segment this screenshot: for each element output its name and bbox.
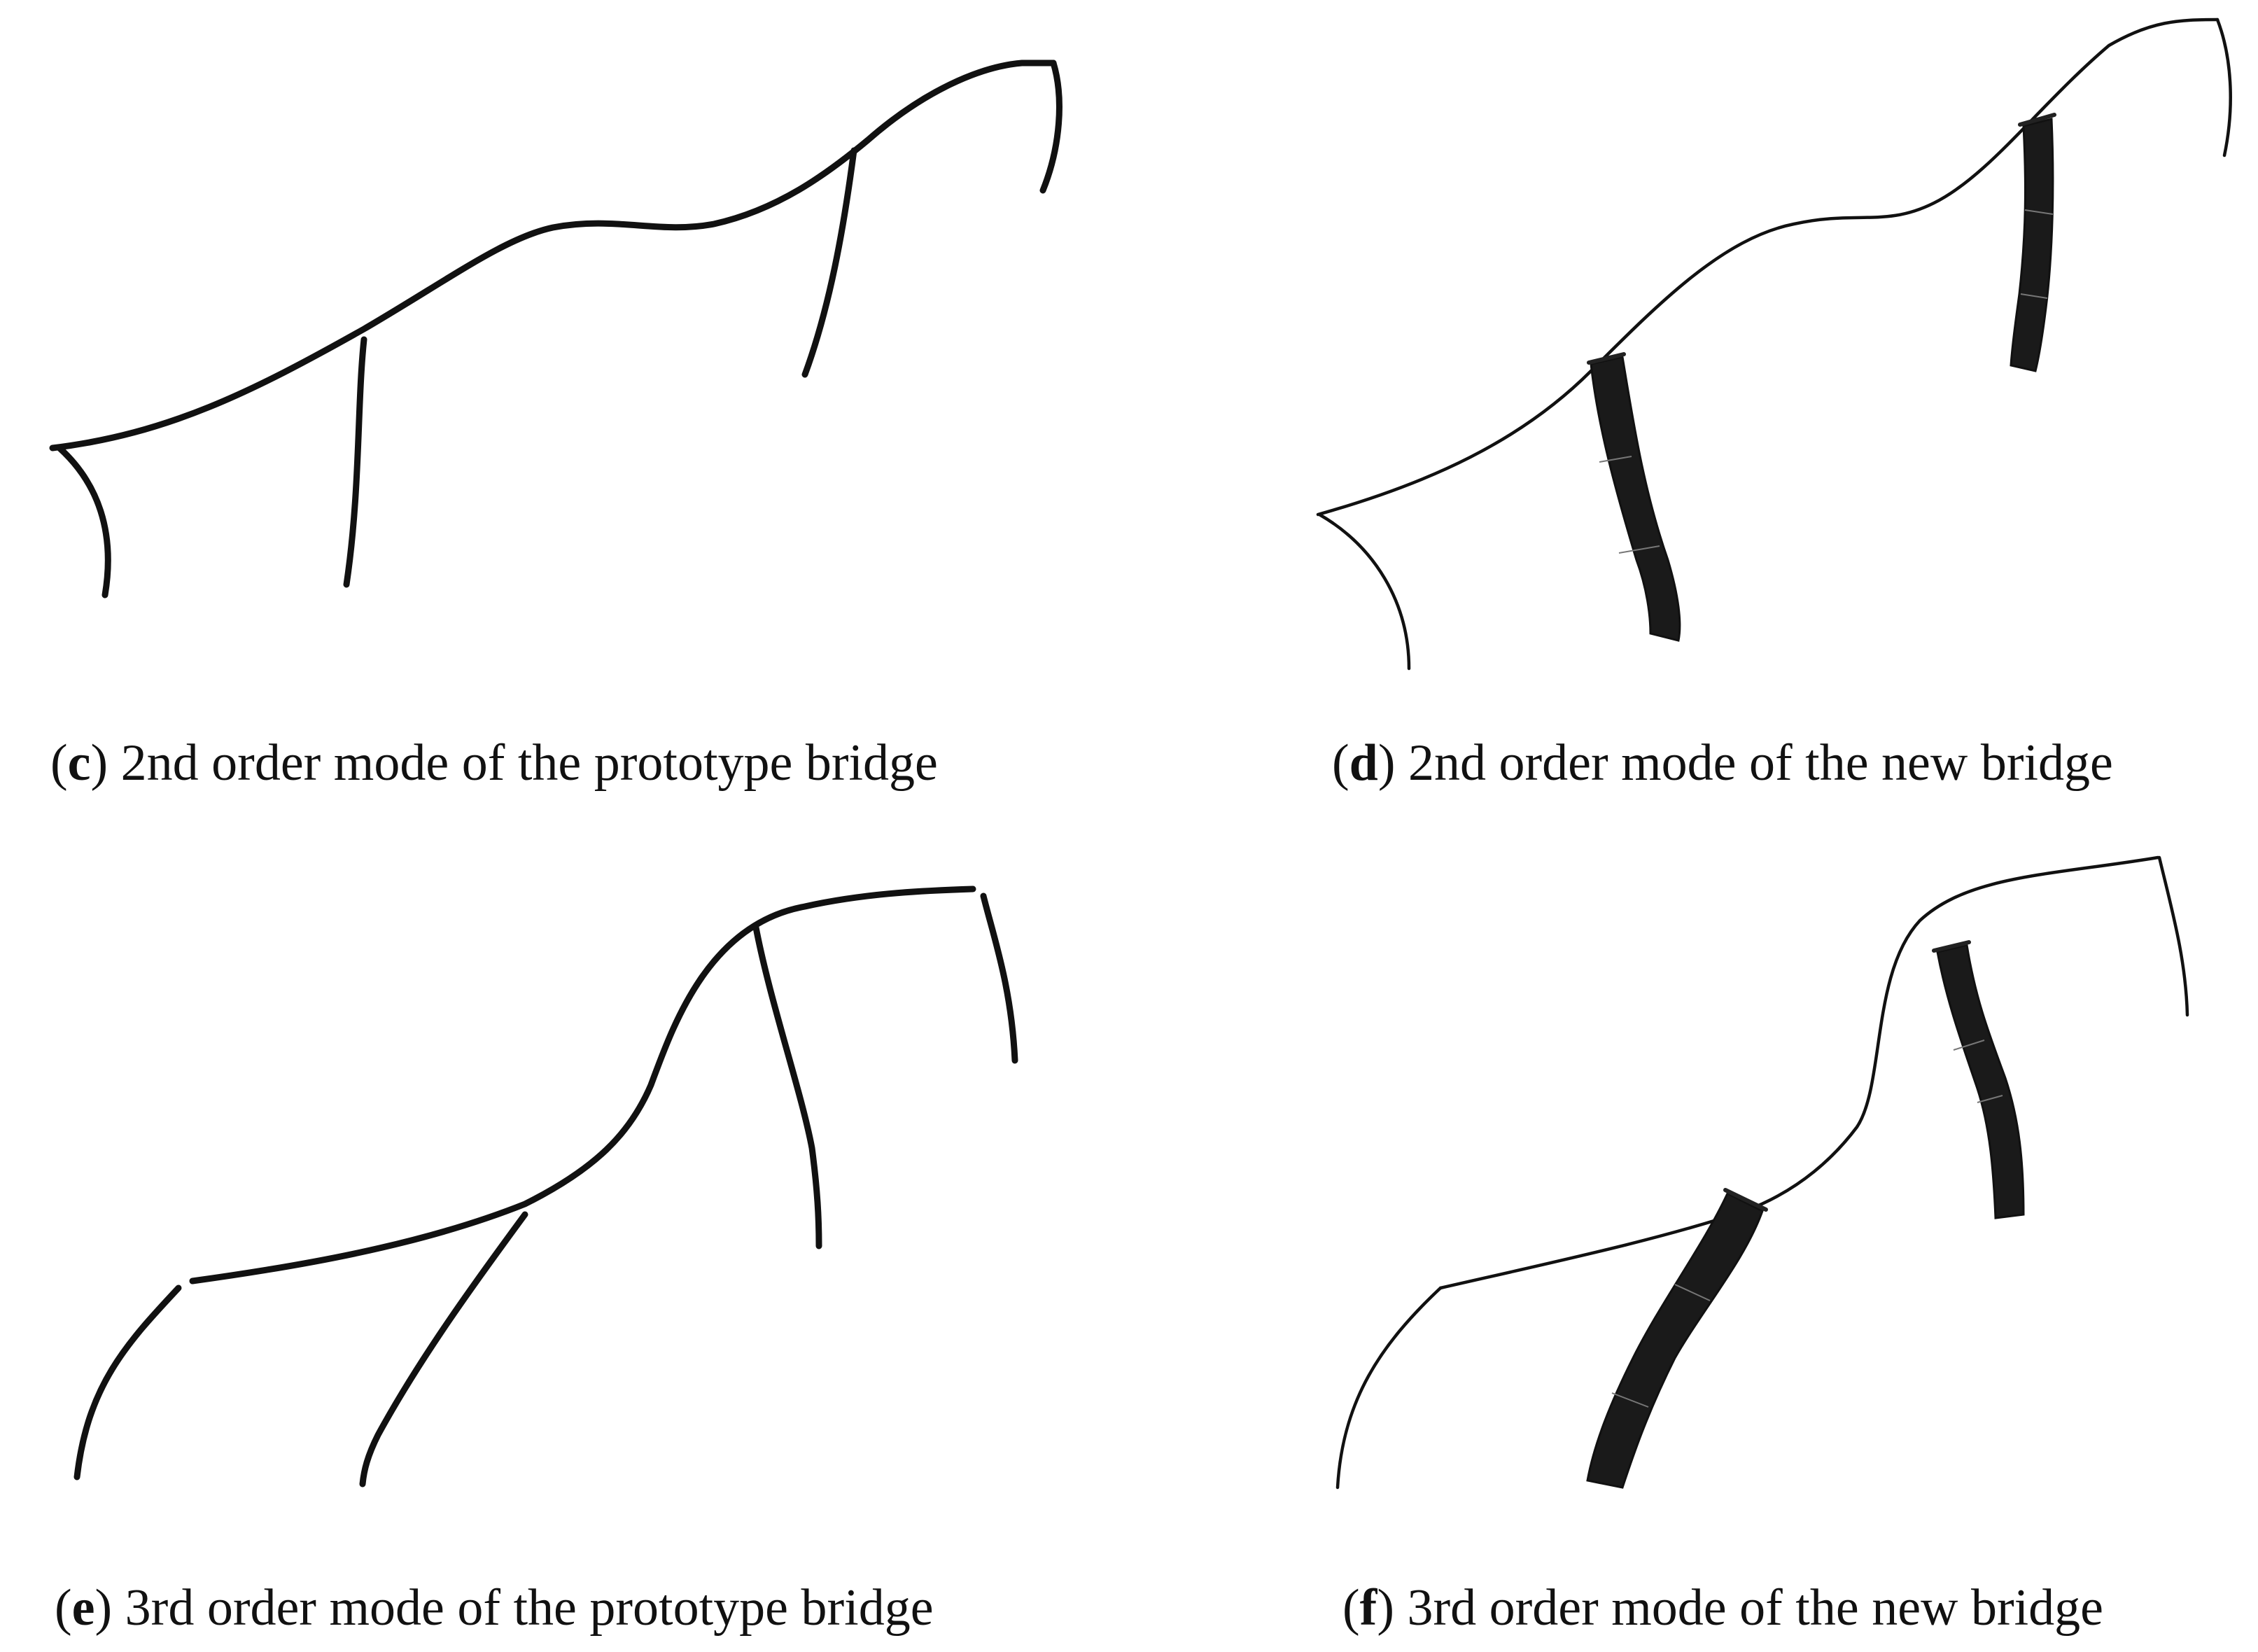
caption-text-e: 3rd order mode of the prototype bridge	[125, 1579, 934, 1637]
panel-f: (f) 3rd order mode of the new bridge	[1129, 826, 2258, 1652]
deck-c	[49, 59, 1057, 451]
left-abutment-c	[56, 444, 111, 598]
pier-2-f	[1936, 944, 2025, 1219]
deck-f	[1438, 855, 2160, 1290]
pier-1-top-cap-d	[1587, 352, 1626, 365]
right-abutment-e	[980, 892, 1018, 1064]
pier-1-f	[1586, 1191, 1764, 1489]
pier-1-d	[1590, 356, 1681, 642]
mode-shape-c	[49, 59, 1063, 598]
left-abutment-d	[1317, 512, 1411, 671]
panel-c: (c) 2nd order mode of the prototype brid…	[0, 0, 1129, 826]
caption-letter-c: c	[67, 734, 91, 792]
caption-text-d: 2nd order mode of the new bridge	[1408, 734, 2113, 792]
right-abutment-d	[2215, 18, 2232, 158]
pier-2-d	[2010, 118, 2054, 372]
caption-f: (f) 3rd order mode of the new bridge	[1342, 1579, 2104, 1637]
pier-1-segment-line-1-f	[1674, 1284, 1711, 1301]
caption-d: (d) 2nd order mode of the new bridge	[1332, 734, 2113, 792]
mode-shape-d	[1316, 18, 2232, 671]
left-abutment-f	[1335, 1286, 1443, 1490]
pier-1-top-cap-f	[1723, 1188, 1768, 1212]
pier-2-top-cap-d	[2018, 113, 2056, 127]
caption-letter-e: e	[71, 1579, 95, 1637]
pier-1-e	[359, 1211, 528, 1488]
pier-1-segment-line-2-d	[1618, 545, 1660, 554]
caption-text-c: 2nd order mode of the prototype bridge	[120, 734, 938, 792]
caption-letter-d: d	[1349, 734, 1378, 792]
mode-shape-e	[73, 886, 1018, 1488]
pier-2-segment-line-2-f	[1977, 1095, 2003, 1103]
left-abutment-e	[73, 1284, 182, 1480]
caption-c: (c) 2nd order mode of the prototype brid…	[50, 734, 938, 792]
right-abutment-f	[2157, 855, 2189, 1017]
pier-2-top-cap-f	[1932, 940, 1971, 953]
panel-d: (d) 2nd order mode of the new bridge	[1129, 0, 2258, 826]
mode-shape-f	[1335, 855, 2189, 1490]
right-abutment-c	[1039, 59, 1063, 194]
pier-2-segment-line-1-f	[1953, 1040, 1985, 1051]
pier-1-c	[343, 336, 367, 588]
caption-letter-f: f	[1359, 1579, 1377, 1637]
caption-text-f: 3rd order mode of the new bridge	[1407, 1579, 2104, 1637]
pier-2-e	[752, 924, 822, 1250]
pier-1-segment-line-2-f	[1611, 1392, 1649, 1408]
panel-e: (e) 3rd order mode of the prototype brid…	[0, 826, 1129, 1652]
deck-d	[1316, 18, 2220, 517]
pier-2-c	[801, 147, 857, 378]
pier-1-segment-line-1-d	[1599, 456, 1632, 463]
pier-2-segment-line-1-d	[2024, 209, 2054, 215]
deck-e	[189, 886, 976, 1284]
pier-2-segment-line-2-d	[2020, 293, 2048, 299]
caption-e: (e) 3rd order mode of the prototype brid…	[55, 1579, 934, 1637]
